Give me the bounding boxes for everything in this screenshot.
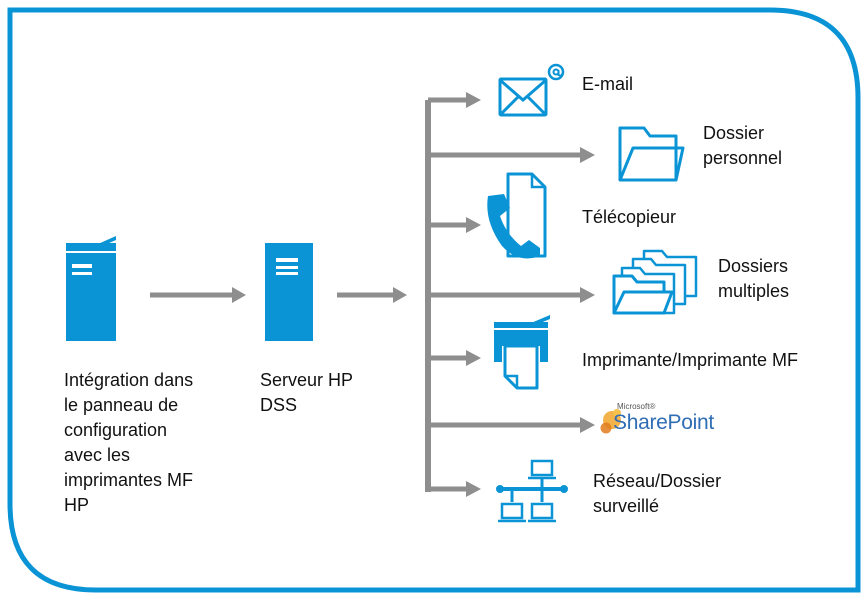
destination-label-telecopieur: Télécopieur [582, 205, 676, 230]
source-label-server: Serveur HP DSS [260, 368, 353, 418]
multiple-folders-icon [612, 249, 698, 315]
label-line: DSS [260, 395, 298, 415]
destination-label-imprimante: Imprimante/Imprimante MF [582, 348, 798, 373]
arrowhead-telecopieur [466, 217, 481, 233]
label-line: configuration [64, 420, 168, 440]
arrowhead-source-to-server [232, 287, 246, 303]
label-line: avec les [64, 445, 131, 465]
arrowhead-imprimante [466, 350, 481, 366]
destination-label-dossier-personnel: Dossier personnel [703, 121, 782, 171]
server-icon [265, 243, 313, 341]
arrowhead-server-to-branch [393, 287, 407, 303]
sharepoint-logo: Microsoft® SharePoint [613, 402, 773, 442]
source-label-integration: Intégration dans le panneau de configura… [64, 368, 193, 518]
label-line: Réseau/Dossier [593, 471, 722, 491]
fax-icon [487, 172, 547, 259]
destination-label-reseau: Réseau/Dossier surveillé [593, 469, 721, 519]
email-icon [498, 63, 565, 117]
sharepoint-logo-text: SharePoint [613, 411, 714, 434]
mfp-printer-icon [66, 236, 116, 341]
label-line: Dossier [703, 123, 765, 143]
folder-icon [618, 126, 685, 182]
label-line: HP [64, 495, 90, 515]
label-line: Dossiers [718, 256, 789, 276]
arrowhead-email [466, 92, 481, 108]
label-line: surveillé [593, 496, 660, 516]
arrowhead-reseau [466, 481, 481, 497]
diagram-frame [7, 7, 861, 593]
printer-icon [494, 315, 550, 390]
label-line: imprimantes MF [64, 470, 194, 490]
sharepoint-logo-mark [600, 409, 621, 434]
label-line: Intégration dans [64, 370, 194, 390]
label-line: personnel [703, 148, 783, 168]
arrowhead-dossiers-multiples [580, 287, 595, 303]
destination-label-dossiers-multiples: Dossiers multiples [718, 254, 789, 304]
label-line: E-mail [582, 74, 634, 94]
destination-label-email: E-mail [582, 72, 633, 97]
label-line: Imprimante/Imprimante MF [582, 350, 799, 370]
label-line: multiples [718, 281, 790, 301]
arrowhead-dossier-personnel [580, 147, 595, 163]
label-line: le panneau de [64, 395, 179, 415]
sharepoint-logo-small-text: Microsoft® [617, 402, 656, 411]
network-icon [496, 459, 568, 523]
flow-connectors [150, 92, 595, 497]
arrowhead-sharepoint [580, 417, 595, 433]
label-line: Serveur HP [260, 370, 354, 390]
label-line: Télécopieur [582, 207, 677, 227]
